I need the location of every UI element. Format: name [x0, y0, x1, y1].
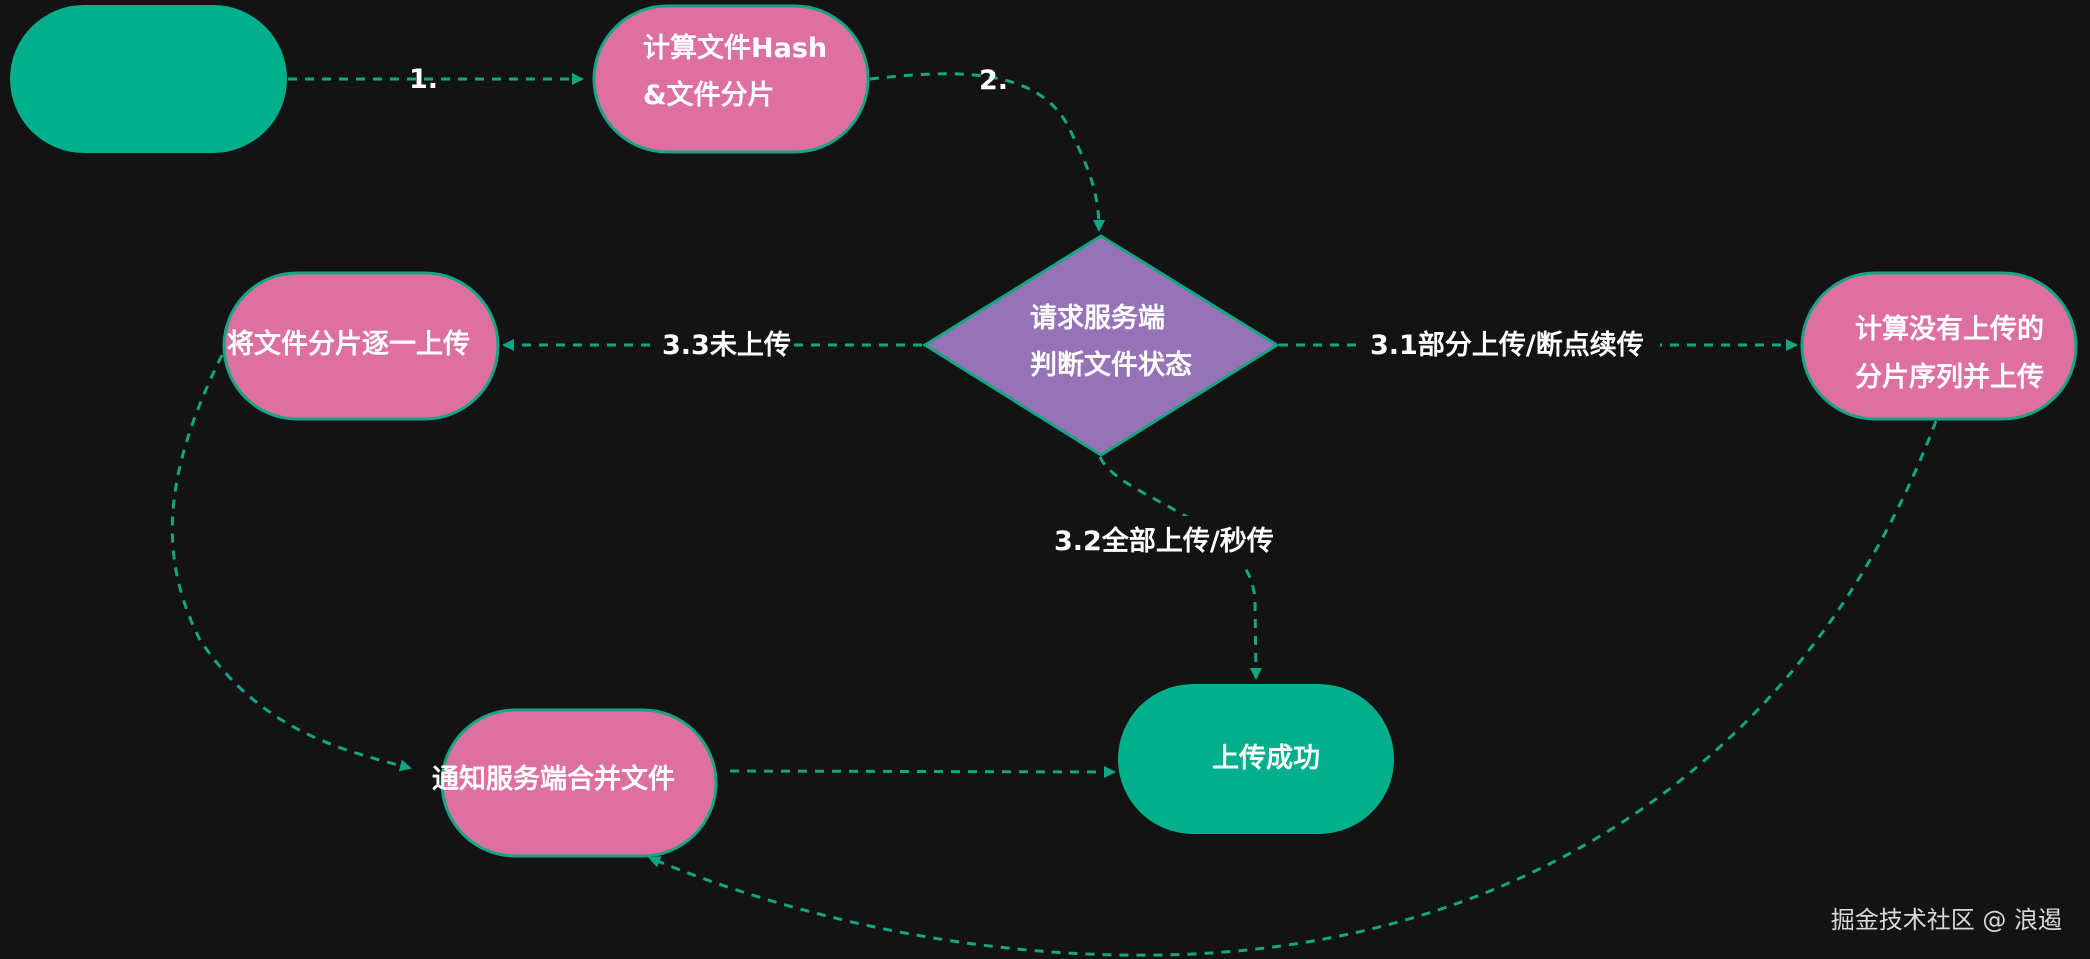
edge-label-step31-background — [1360, 322, 1660, 366]
edge-check-to-success — [1098, 456, 1262, 680]
edge-hash-to-check — [869, 72, 1105, 232]
edge-upload-all-to-merge — [170, 354, 412, 772]
node-success-label: 上传成功 — [1212, 743, 1320, 774]
node-start — [10, 5, 287, 153]
node-check — [922, 234, 1280, 457]
edge-label-step2: 2. — [979, 65, 1008, 96]
edge-label-step1: 1. — [409, 64, 438, 95]
edge-label-step31: 3.1部分上传/断点续传 — [1370, 329, 1644, 361]
node-check-label: 请求服务端 判断文件状态 — [1030, 303, 1192, 381]
watermark: 掘金技术社区 @ 浪遏 — [1830, 906, 2062, 934]
edge-upload-rest-to-merge — [648, 420, 1938, 957]
node-upload-rest-label: 计算没有上传的 分片序列并上传 — [1855, 313, 2053, 393]
node-hash — [592, 4, 870, 154]
node-upload-all-label: 将文件分片逐一上传 — [227, 328, 470, 360]
node-upload-all — [222, 271, 500, 421]
node-merge-label: 通知服务端合并文件 — [432, 763, 675, 795]
edge-label-step33: 3.3未上传 — [662, 330, 791, 361]
node-hash-label: 计算文件Hash &文件分片 — [643, 32, 837, 111]
node-success — [1118, 684, 1394, 834]
node-merge — [440, 708, 718, 858]
node-upload-rest — [1800, 271, 2078, 421]
edge-label-step32-background — [1047, 516, 1279, 564]
edge-merge-to-success — [729, 765, 1116, 778]
edge-label-step33-background — [652, 322, 790, 366]
edge-label-step32: 3.2全部上传/秒传 — [1054, 525, 1274, 557]
